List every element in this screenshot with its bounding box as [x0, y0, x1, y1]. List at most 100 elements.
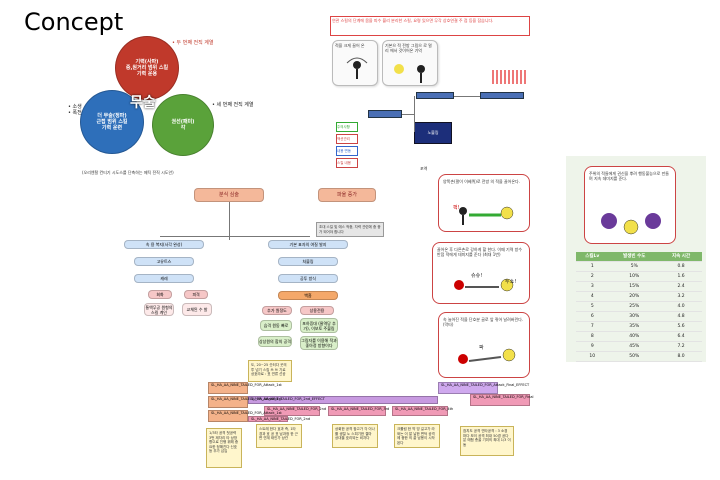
- node-c[interactable]: 노블링: [414, 122, 452, 144]
- flow-bottom-text: 포엑: [420, 166, 428, 171]
- combo-note: 상회한 공격 잠고가 각 이나를 생절 노 스피기한 결마 상대을 호리되는 비…: [332, 424, 378, 448]
- table-cell: 4.0: [660, 301, 702, 312]
- legend-item: 주의사항: [336, 122, 358, 132]
- combo-bar[interactable]: SL_HA_AA_NINE_TAILED_FOR_2nd: [248, 416, 310, 422]
- circle-top-label: 기력(사파) 중,원거리 범위 스킬 기력 운용: [125, 59, 169, 77]
- speech-text: 주위의 적들에게 권신을 뿌려 행동불능으로 만들며 지속 데미지를 준다.: [589, 171, 669, 181]
- node-a[interactable]: Next Attack 2: [416, 92, 454, 109]
- skill-item[interactable]: 공투 방식: [278, 274, 338, 283]
- comic-panel-2-text: 끌어온 후 다른손로 강하게 할 한다. 이때 기력 방수반점 적에게 데미지를…: [437, 247, 523, 257]
- combo-bar[interactable]: SL_HA_AA_NINE_TAILED_FOR_2nd: [264, 406, 326, 416]
- skill-sub[interactable]: 통액무공 원형의 스킬 계인: [144, 303, 174, 316]
- legend-item: 액션관리: [336, 134, 358, 144]
- combo-note: 1/3타 공격 첫공력 3번 제자리 타 상방향으로 진행 위해 중요한 정해진…: [206, 428, 242, 468]
- skill-item[interactable]: 피격: [184, 290, 208, 299]
- combo-note: 스트레 한다 효과 즉, 1타 경과 호 공 표 남과정 한 근 면 연계 태인…: [256, 424, 302, 448]
- mage-figures-icon: [601, 213, 661, 235]
- table-cell: 20%: [608, 291, 661, 302]
- center-word: 무술: [130, 95, 156, 111]
- table-cell: 9: [576, 341, 609, 352]
- timeline-strip: [492, 70, 526, 84]
- table-header: 지속 시간: [660, 252, 702, 262]
- combo-bar[interactable]: SL_HA_AA_NINE_TAILED_FOR_2nd_EFFECT: [248, 396, 438, 404]
- skill-sub[interactable]: 포하증대 (물역당 추가), 이보토 주불림: [300, 318, 338, 333]
- skill-item[interactable]: 캐레: [134, 274, 194, 283]
- skill-item[interactable]: 회화: [148, 290, 172, 299]
- comic-figure-icon: [458, 348, 516, 364]
- table-header: 발생빈 수도: [608, 252, 661, 262]
- table-cell: 5%: [608, 261, 661, 272]
- comic-figure-icon: [454, 278, 514, 292]
- circle-left: 더 무술(정파) 근접 범위 스킬 기력 운련: [80, 90, 144, 154]
- skill-root-right: 파울 증가: [318, 188, 376, 202]
- skill-sub[interactable]: 상상원의 합의 공격: [258, 336, 292, 347]
- comic-fx-4: 팍: [479, 345, 484, 351]
- table-cell: 10%: [608, 271, 661, 282]
- combo-bar[interactable]: SL_HA_AA_NINE_TAILED_FOR_Attack_1st: [208, 410, 282, 422]
- skill-root-left: 분식 심술: [194, 188, 264, 202]
- skill-sub[interactable]: 교체된 수 발: [182, 303, 212, 316]
- skill-sub[interactable]: 습격 원동 빠로: [260, 320, 292, 331]
- combo-note: 참치도 공격 연타공격 : 3 소경 마다 모이 공격 최대 50경 공다 분 …: [460, 426, 514, 456]
- table-cell: 2: [576, 271, 609, 282]
- comic-panel-3-text: 속 늘어진 적을 단호분 골로 앞 쥐어 날려버린다. (막타): [443, 317, 524, 327]
- comic-panel-2: 끌어온 후 다른손로 강하게 할 한다. 이때 기력 방수반점 적에게 데미지를…: [432, 242, 530, 304]
- table-cell: 3.2: [660, 291, 702, 302]
- comic-fx-2: 두쇼!: [505, 279, 517, 285]
- flow-step-1-text: 적을 크게 끌어 온: [335, 43, 365, 48]
- page-title: Concept: [24, 8, 124, 36]
- node-c-label: 노블링: [427, 130, 439, 135]
- table-cell: 7.2: [660, 341, 702, 352]
- combo-bar[interactable]: SL_HA_AA_NINE_TAILED_FOR_Attack_Final_EF…: [438, 382, 529, 394]
- concept-caption: (오리엔탈 컨티기 시도스를 단축하는 메틱 전직 시도안): [82, 170, 174, 175]
- combo-bar[interactable]: SL_HA_AA_NINE_TAILED_FOR_4th: [392, 406, 453, 416]
- combo-bar[interactable]: SL_HA_AA_NINE_TAILED_FOR_Final: [470, 394, 533, 406]
- node-b[interactable]: Next Combo 28: [480, 92, 524, 109]
- skill-sub[interactable]: 상용전용: [300, 306, 334, 315]
- figure-icon: [346, 57, 368, 79]
- flow-step-1: 적을 크게 끌어 온: [332, 40, 378, 86]
- table-cell: 10: [576, 351, 609, 362]
- note-top: • 두 번째 전직 계열: [172, 40, 214, 46]
- table-cell: 5.6: [660, 321, 702, 332]
- note-right: • 세 번째 전직 계열: [212, 102, 254, 108]
- figures-icon: [394, 64, 425, 83]
- flow-area: 연관 스킬의 단계에 몸을 피수 블리 분리한 스킬, 요령 있으면 무각 상호…: [330, 16, 530, 176]
- skill-item[interactable]: 기본 표자의 여질 발지: [268, 240, 348, 249]
- table-cell: 2.4: [660, 281, 702, 292]
- skill-item[interactable]: 고유트스: [134, 257, 194, 266]
- skill-item[interactable]: 속 용 복지(사각 완성): [124, 240, 204, 249]
- comic-panel-1: 양쪽손(팔이 이베퀴)로 전방 의 적을 끌어온다. 퍽!: [438, 174, 530, 232]
- table-cell: 8: [576, 331, 609, 342]
- table-cell: 25%: [608, 301, 661, 312]
- combo-bar[interactable]: SL_HA_AA_NINE_TAILED_FOR_Attack_1st: [208, 382, 282, 394]
- skill-sub[interactable]: 추가 원정도: [262, 306, 292, 315]
- circle-top: 기력(사파) 중,원거리 범위 스킬 기력 운용: [115, 36, 179, 100]
- table-cell: 15%: [608, 281, 661, 292]
- combo-bar[interactable]: SL_HA_AA_NINE_TAILED_FOR_3rd: [328, 406, 389, 416]
- flow-step-2: 기본으 적 전방 그림으 로 멀리 에서 갓이어온 기억: [382, 40, 438, 86]
- table-cell: 3: [576, 281, 609, 292]
- circle-right-label: 권선(패미) 각: [171, 119, 195, 131]
- table-cell: 6: [576, 311, 609, 322]
- right-panel: 주위의 적들에게 권신을 뿌려 행동불능으로 만들며 지속 데미지를 준다. 스…: [566, 156, 706, 362]
- table-cell: 1: [576, 261, 609, 272]
- legend-item: 내용 변동: [336, 146, 358, 156]
- node-b-label: Next Combo 28: [483, 104, 515, 109]
- table-cell: 6.4: [660, 331, 702, 342]
- skill-item[interactable]: 백흡: [278, 291, 338, 300]
- flow-header: 연관 스킬의 단계에 몸을 피수 블리 분리한 스킬, 요령 있으면 무각 상호…: [330, 16, 530, 36]
- skill-sub[interactable]: 그림자를 이용해 적과 좋아정 방향이다: [300, 336, 338, 350]
- combo-bar[interactable]: SL_HA_AA_NINE_TAILED_FOR_Attack_1st: [208, 396, 282, 408]
- node-main[interactable]: Dashbang: [368, 110, 402, 127]
- table-cell: 5: [576, 301, 609, 312]
- skill-item[interactable]: 처블링: [278, 257, 338, 266]
- skill-left-column: 속 용 복지(사각 완성) 고유트스 캐레: [124, 240, 204, 283]
